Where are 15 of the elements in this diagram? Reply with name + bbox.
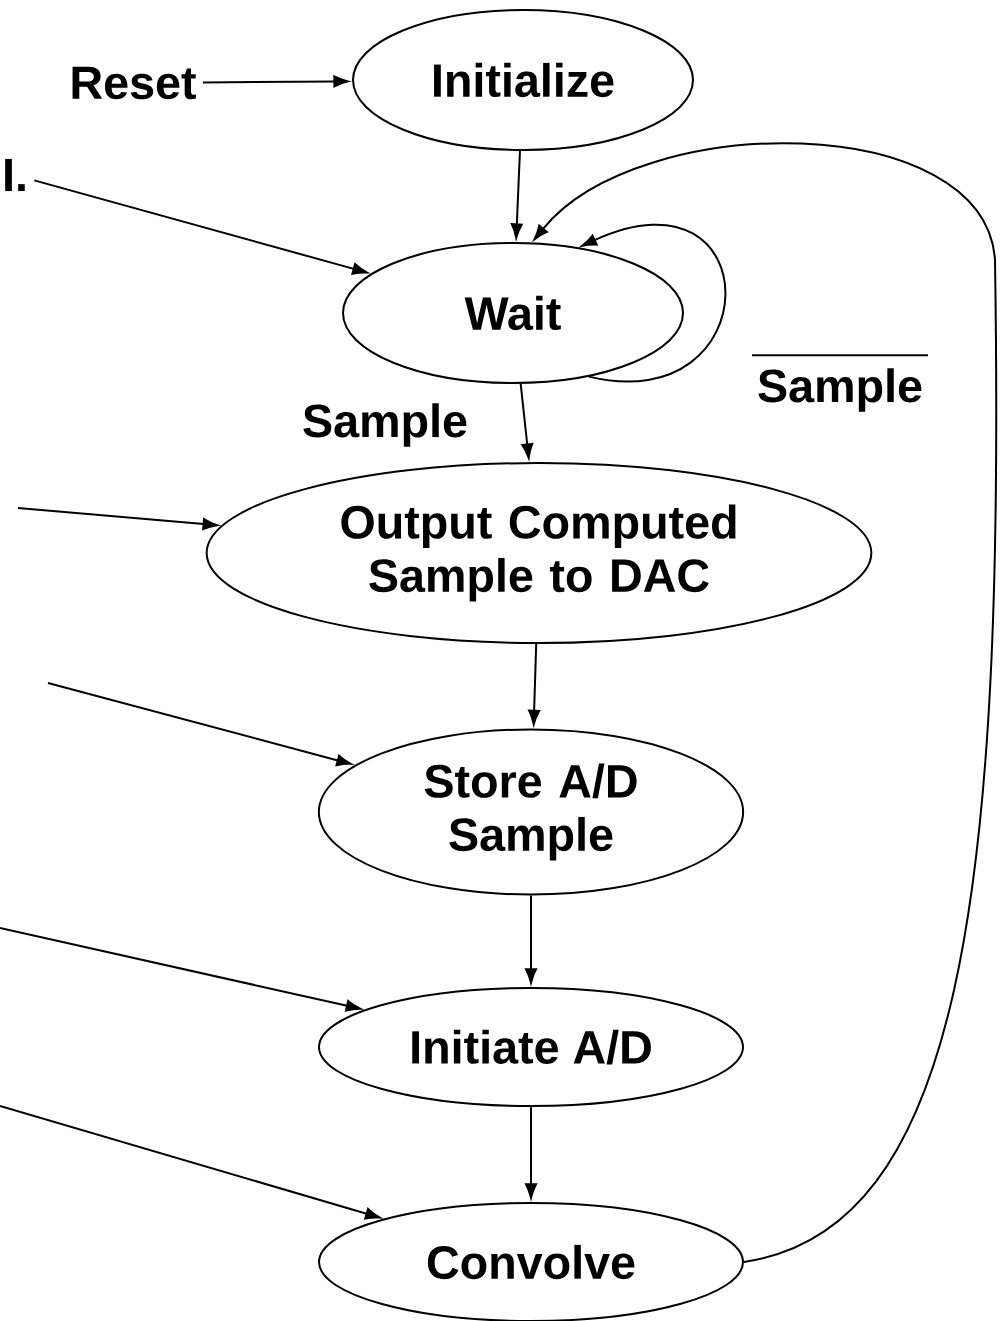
arrow [510, 150, 523, 239]
arrow [201, 75, 349, 88]
arrow [528, 643, 541, 726]
arrow [525, 1106, 537, 1199]
arrow [581, 224, 727, 383]
arrow [519, 382, 534, 459]
arrow [47, 682, 352, 767]
arrow [525, 894, 537, 984]
state-label: Reset [72, 66, 196, 100]
arrow [0, 1105, 381, 1220]
edge-label: Sample [298, 399, 472, 451]
state-label: I. [5, 158, 25, 192]
edge-label: Sample [751, 354, 929, 416]
arrow [533, 142, 998, 1263]
arrow [0, 927, 362, 1012]
